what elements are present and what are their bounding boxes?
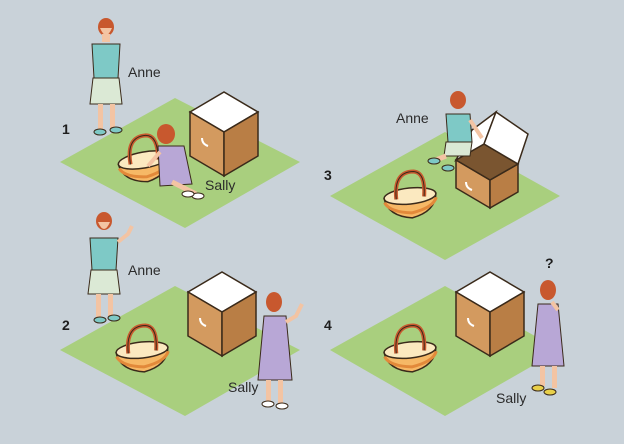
person-anne-icon: [89, 18, 123, 136]
question-mark: ?: [545, 255, 554, 271]
person-sally-icon: [531, 280, 565, 396]
scene-4: 4 ? Sally: [324, 255, 565, 416]
label-anne: Anne: [128, 64, 161, 80]
label-sally: Sally: [228, 379, 258, 395]
scene-2: Anne 2 Sally: [60, 212, 304, 416]
person-sally-icon: [257, 292, 304, 410]
label-sally: Sally: [205, 177, 235, 193]
scene-3: Anne 3: [324, 91, 560, 260]
person-sally-icon: [146, 124, 205, 200]
scene-number: 2: [62, 317, 70, 333]
label-anne: Anne: [396, 110, 429, 126]
person-anne-icon: [427, 91, 484, 172]
person-anne-icon: [87, 212, 134, 324]
label-anne: Anne: [128, 262, 161, 278]
scene-number: 4: [324, 317, 332, 333]
scene-number: 1: [62, 121, 70, 137]
scene-number: 3: [324, 167, 332, 183]
label-sally: Sally: [496, 390, 526, 406]
box-icon: [454, 109, 529, 210]
scene-1: Anne 1 Sally: [60, 18, 300, 228]
